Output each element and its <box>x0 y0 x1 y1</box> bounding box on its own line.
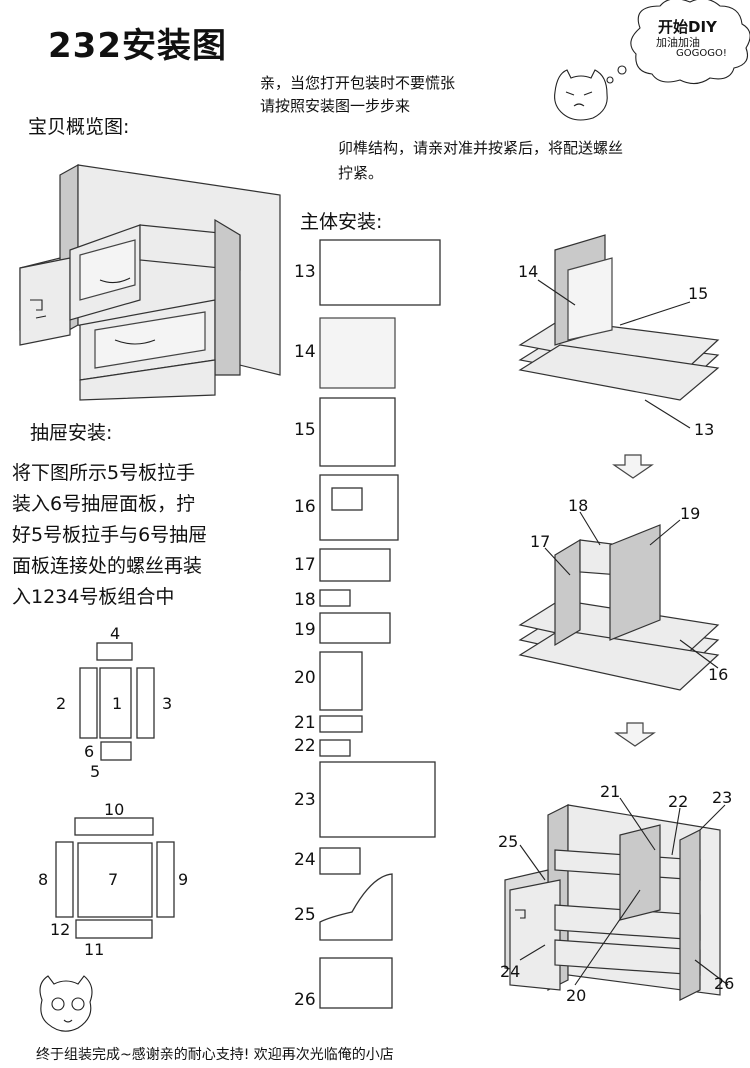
cat-face-icon <box>554 69 608 121</box>
drawer-part-number: 11 <box>84 940 105 959</box>
part-number: 17 <box>294 555 316 575</box>
down-arrow-icon <box>614 722 656 747</box>
step3-label: 20 <box>566 986 587 1005</box>
step3-label: 21 <box>600 782 621 801</box>
footer-text: 终于组装完成~感谢亲的耐心支持! 欢迎再次光临俺的小店 <box>36 1047 394 1063</box>
main-assembly-label: 主体安装: <box>300 211 383 233</box>
drawer-part-number: 3 <box>162 694 173 713</box>
step3-label: 26 <box>714 974 735 993</box>
step3-label: 22 <box>668 792 689 811</box>
part-number: 14 <box>294 342 316 362</box>
drawer-text-line: 好5号板拉手与6号抽屉 <box>12 524 208 546</box>
drawer-part-number: 4 <box>110 624 121 643</box>
drawer-large-diagram <box>55 817 175 939</box>
step3-drawing <box>504 804 721 1001</box>
step2-label: 16 <box>708 665 729 684</box>
part-number: 26 <box>294 990 316 1010</box>
page-title: 232安装图 <box>48 26 227 66</box>
bubble-line2: 加油加油 <box>656 36 700 49</box>
part-number: 20 <box>294 668 316 688</box>
drawer-part-number: 5 <box>90 762 101 781</box>
drawer-small-diagram <box>79 642 155 761</box>
step2-label: 17 <box>530 532 551 551</box>
drawer-part-number: 6 <box>84 742 95 761</box>
part-number: 16 <box>294 497 316 517</box>
drawer-assembly-label: 抽屉安装: <box>30 422 113 444</box>
step3-label: 25 <box>498 832 519 851</box>
step1-label: 15 <box>688 284 709 303</box>
part-number: 19 <box>294 620 316 640</box>
drawer-part-number: 8 <box>38 870 49 889</box>
note-line2: 拧紧。 <box>338 164 384 182</box>
drawer-part-number: 9 <box>178 870 189 889</box>
bubble-line1: 开始DIY <box>658 18 717 36</box>
step2-label: 19 <box>680 504 701 523</box>
step1-label: 13 <box>694 420 715 439</box>
leader-lines <box>519 279 729 986</box>
step1-label: 14 <box>518 262 539 281</box>
drawer-part-number: 2 <box>56 694 67 713</box>
part-number: 21 <box>294 713 316 733</box>
intro-line1: 亲，当您打开包装时不要慌张 <box>260 74 456 92</box>
down-arrow-icon <box>612 454 654 479</box>
intro-line2: 请按照安装图一步步来 <box>260 97 411 115</box>
thought-bubble <box>606 0 750 85</box>
drawer-part-number: 1 <box>112 694 123 713</box>
drawer-part-number: 7 <box>108 870 119 889</box>
drawer-part-number: 12 <box>50 920 71 939</box>
drawer-instructions: 将下图所示5号板拉手 装入6号抽屉面板，拧 好5号板拉手与6号抽屉 面板连接处的… <box>12 458 282 613</box>
part-number: 13 <box>294 262 316 282</box>
part-number: 25 <box>294 905 316 925</box>
drawer-part-number: 10 <box>104 800 125 819</box>
drawer-text-line: 入1234号板组合中 <box>12 586 175 608</box>
step3-label: 24 <box>500 962 521 981</box>
step3-label: 23 <box>712 788 733 807</box>
note-line1: 卯榫结构，请亲对准并按紧后，将配送螺丝 <box>338 139 624 157</box>
part-number: 23 <box>294 790 316 810</box>
part-number: 15 <box>294 420 316 440</box>
step2-label: 18 <box>568 496 589 515</box>
step2-drawing <box>518 524 720 691</box>
drawer-text-line: 面板连接处的螺丝再装 <box>12 555 203 577</box>
overview-organizer <box>19 163 281 401</box>
part-number: 24 <box>294 850 316 870</box>
part-number: 22 <box>294 736 316 756</box>
overview-label: 宝贝概览图: <box>28 116 130 138</box>
bubble-line3: GOGOGO! <box>676 48 727 59</box>
step1-drawing <box>518 234 720 401</box>
drawer-text-line: 装入6号抽屉面板，拧 <box>12 493 196 515</box>
cat-mascot-icon <box>39 975 93 1032</box>
drawer-text-line: 将下图所示5号板拉手 <box>12 462 196 484</box>
part-number: 18 <box>294 590 316 610</box>
parts-column <box>319 239 441 1009</box>
